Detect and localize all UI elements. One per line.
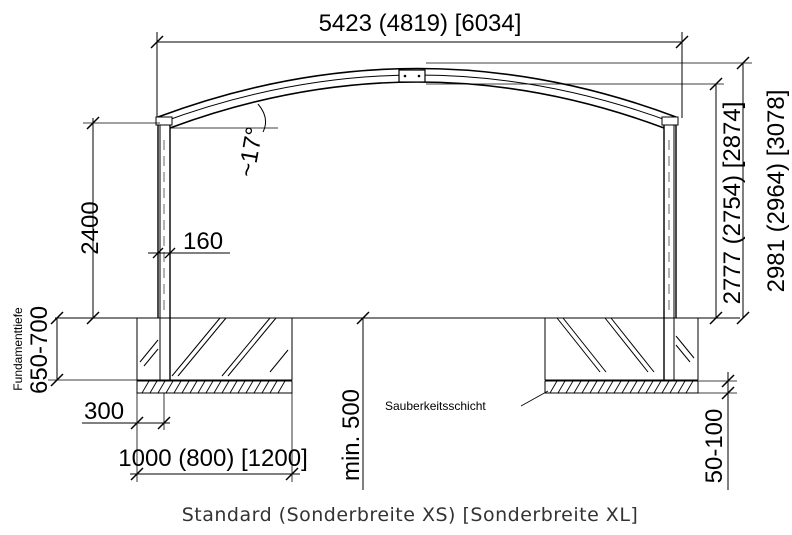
min-spacing-dimension: min. 500 xyxy=(338,311,370,490)
roof-arch xyxy=(157,67,677,129)
roof-angle-label: ~17° xyxy=(233,125,268,179)
min-spacing-label: min. 500 xyxy=(338,389,365,481)
clear-height-label: 2400 xyxy=(77,201,104,254)
overall-width-label: 5423 (4819) [6034] xyxy=(319,10,522,37)
right-foundation xyxy=(544,317,699,394)
left-foundation xyxy=(136,317,293,394)
drawing-caption: Standard (Sonderbreite XS) [Sonderbreite… xyxy=(182,504,639,526)
cleanliness-layer-callout: Sauberkeitsschicht xyxy=(385,390,549,413)
right-post xyxy=(661,116,679,385)
ridge-cap xyxy=(398,69,426,83)
inner-ridge-height-dimension: 2777 (2754) [2874] xyxy=(426,77,746,325)
foundation-depth-label: 650-700 xyxy=(26,306,53,394)
outer-ridge-height-dimension: 2981 (2964) [3078] xyxy=(426,56,790,325)
foundation-width-label: 1000 (800) [1200] xyxy=(118,445,307,472)
layer-thickness-dimension: 50-100 xyxy=(698,372,737,490)
post-width-label: 160 xyxy=(183,228,223,255)
post-offset-dimension: 300 xyxy=(82,393,171,430)
inner-ridge-height-label: 2777 (2754) [2874] xyxy=(719,102,746,305)
post-offset-label: 300 xyxy=(84,398,124,425)
post-width-dimension: 160 xyxy=(148,228,230,259)
clear-height-dimension: 2400 xyxy=(77,116,160,325)
left-post xyxy=(155,116,173,385)
foundation-depth-title: Fundamenttiefe xyxy=(11,307,25,391)
foundation-depth-dimension: Fundamenttiefe 650-700 xyxy=(11,306,137,394)
overall-width-dimension: 5423 (4819) [6034] xyxy=(150,10,689,118)
roof-angle-annotation: ~17° xyxy=(170,103,278,179)
cleanliness-layer-label: Sauberkeitsschicht xyxy=(385,399,486,413)
foundation-width-dimension: 1000 (800) [1200] xyxy=(118,393,308,482)
outer-ridge-height-label: 2981 (2964) [3078] xyxy=(763,90,790,293)
layer-thickness-label: 50-100 xyxy=(701,409,728,484)
